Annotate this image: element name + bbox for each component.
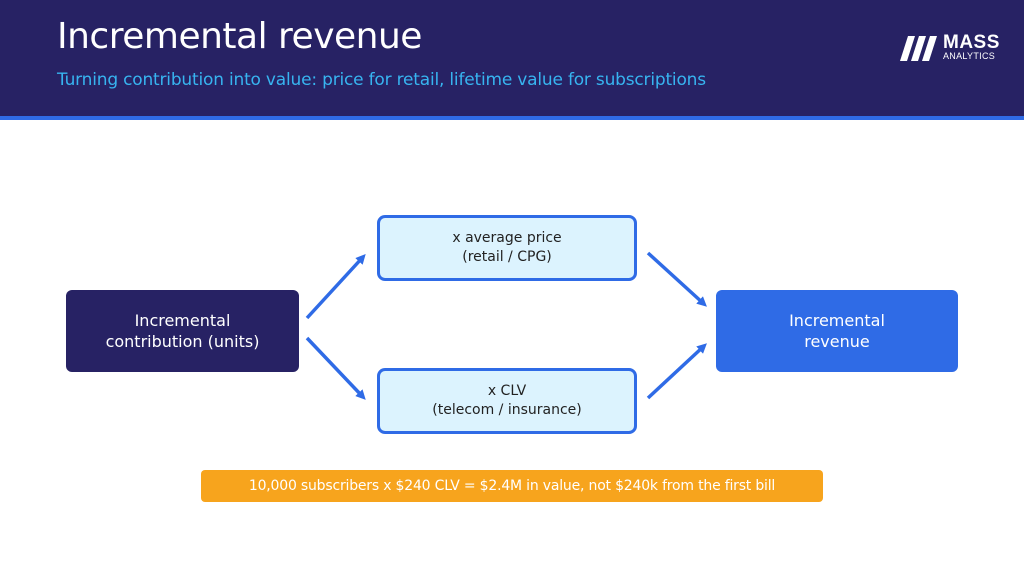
node-price-line1: x average price [452, 230, 562, 246]
arrow-input-to-clv [305, 336, 366, 400]
node-output-line2: revenue [804, 332, 870, 351]
node-price-line2: (retail / CPG) [462, 249, 552, 265]
logo-mark-icon [900, 36, 937, 61]
header-bar [0, 0, 1024, 116]
logo-subtext: ANALYTICS [943, 51, 996, 61]
brand-logo: MASS ANALYTICS [898, 33, 1003, 65]
node-incremental-contribution: Incremental contribution (units) [66, 290, 299, 372]
node-clv-line2: (telecom / insurance) [432, 402, 582, 418]
node-output-line1: Incremental [789, 311, 885, 330]
example-callout: 10,000 subscribers x $240 CLV = $2.4M in… [201, 470, 823, 502]
node-clv: x CLV (telecom / insurance) [377, 368, 637, 434]
node-average-price: x average price (retail / CPG) [377, 215, 637, 281]
node-incremental-revenue: Incremental revenue [716, 290, 958, 372]
node-input-line2: contribution (units) [105, 332, 260, 351]
node-input-line1: Incremental [134, 311, 231, 330]
page-title: Incremental revenue [57, 16, 422, 57]
page-subtitle: Turning contribution into value: price f… [57, 70, 706, 90]
logo-wordmark: MASS [943, 32, 1000, 53]
node-clv-line1: x CLV [487, 383, 527, 399]
arrow-input-to-price [305, 254, 366, 320]
header-divider [0, 116, 1024, 120]
arrow-price-to-output [646, 251, 707, 307]
arrow-clv-to-output [646, 343, 707, 400]
